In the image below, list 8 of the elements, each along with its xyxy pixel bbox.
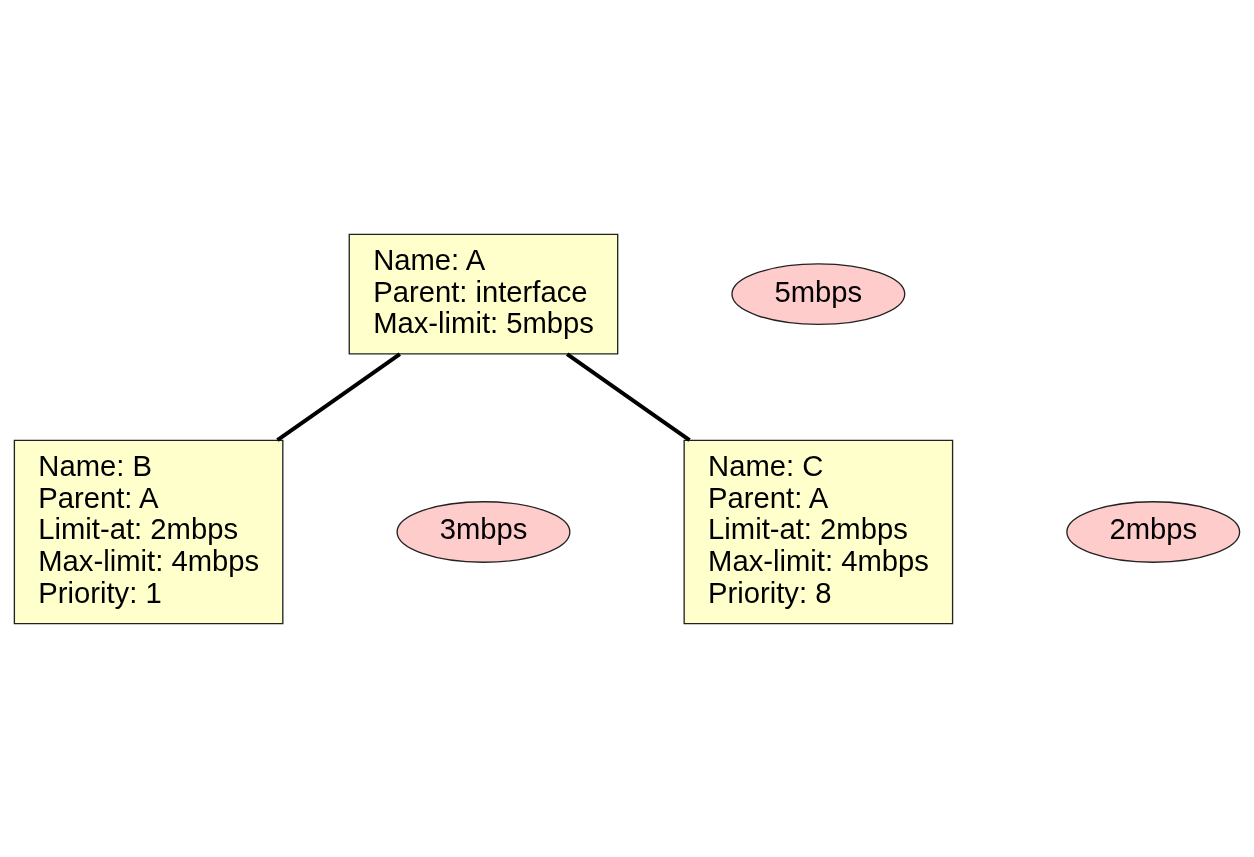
node-box: Name: B Parent: A Limit-at: 2mbps Max-limit: 4mbps Priority: 1 bbox=[13, 439, 284, 624]
node-box: Name: A Parent: interface Max-limit: 5mbps bbox=[348, 233, 619, 355]
node-ellipse: 3mbps bbox=[396, 500, 571, 563]
connector bbox=[565, 352, 691, 442]
node-box: Name: C Parent: A Limit-at: 2mbps Max-limit: 4mbps Priority: 8 bbox=[683, 439, 954, 624]
node-ellipse: 2mbps bbox=[1066, 500, 1241, 563]
connector bbox=[276, 352, 401, 442]
node-ellipse: 5mbps bbox=[731, 262, 906, 325]
